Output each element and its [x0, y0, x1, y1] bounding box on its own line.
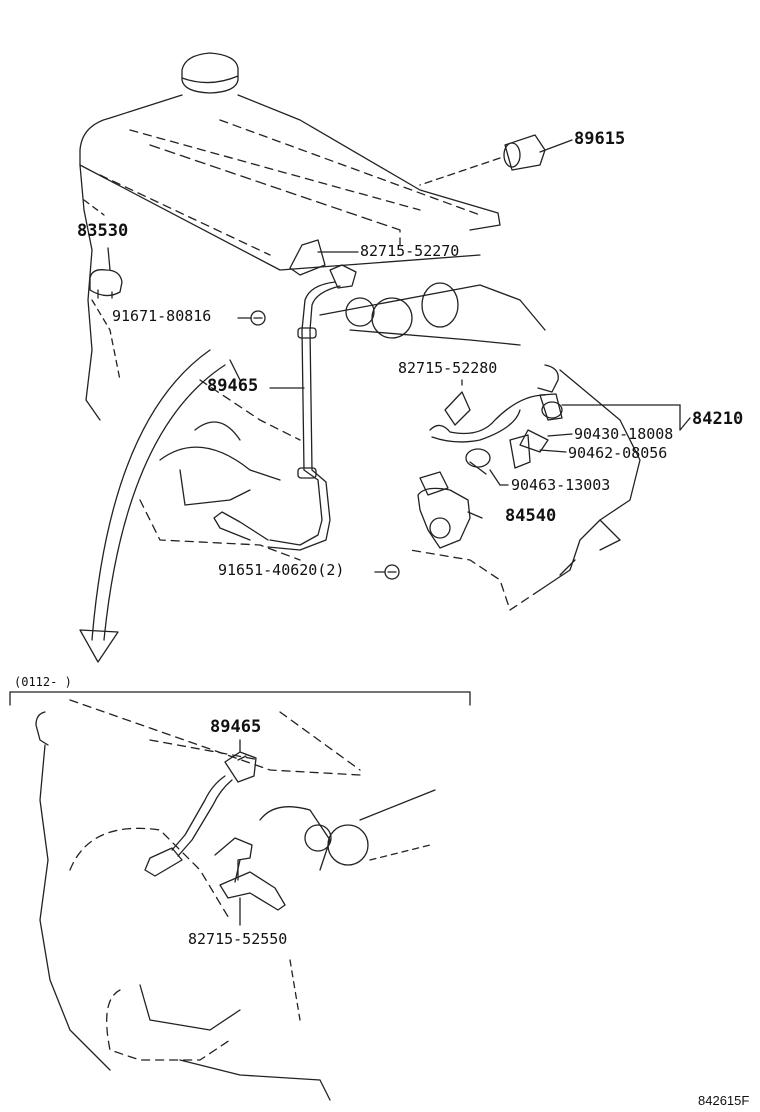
- label-91651-40620: 91651-40620(2): [218, 561, 345, 579]
- label-82715-52270: 82715-52270: [360, 242, 460, 260]
- part-89615: [419, 134, 573, 186]
- part-82715-52550: [214, 837, 286, 926]
- part-84210: [429, 364, 691, 469]
- label-82715-52280: 82715-52280: [398, 359, 498, 377]
- label-84540: 84540: [505, 506, 557, 526]
- inset-range-label: (0112- ): [14, 675, 72, 689]
- engine-block-top: [79, 52, 641, 611]
- part-84540: [417, 471, 483, 549]
- label-89465-inset: 89465: [210, 717, 262, 737]
- label-82715-52550: 82715-52550: [188, 930, 288, 948]
- part-83530: [89, 247, 123, 299]
- part-90463-13003: [465, 448, 509, 486]
- label-84210: 84210: [692, 409, 744, 429]
- label-83530: 83530: [77, 221, 129, 241]
- engine-block-inset: [35, 699, 436, 1101]
- part-89465-top: [213, 264, 357, 551]
- label-90463-13003: 90463-13003: [511, 476, 611, 494]
- part-89465-inset: [144, 739, 257, 877]
- inset-arrow: [79, 349, 226, 663]
- label-91671-80816: 91671-80816: [112, 307, 212, 325]
- label-89615: 89615: [574, 129, 626, 149]
- label-89465-top: 89465: [207, 376, 259, 396]
- bolts: [237, 310, 400, 580]
- label-90462-08056: 90462-08056: [568, 444, 668, 462]
- inset-frame: [9, 691, 471, 706]
- figure-code: 842615F: [698, 1093, 750, 1108]
- part-82715-52270: [289, 239, 359, 276]
- label-90430-18008: 90430-18008: [574, 425, 674, 443]
